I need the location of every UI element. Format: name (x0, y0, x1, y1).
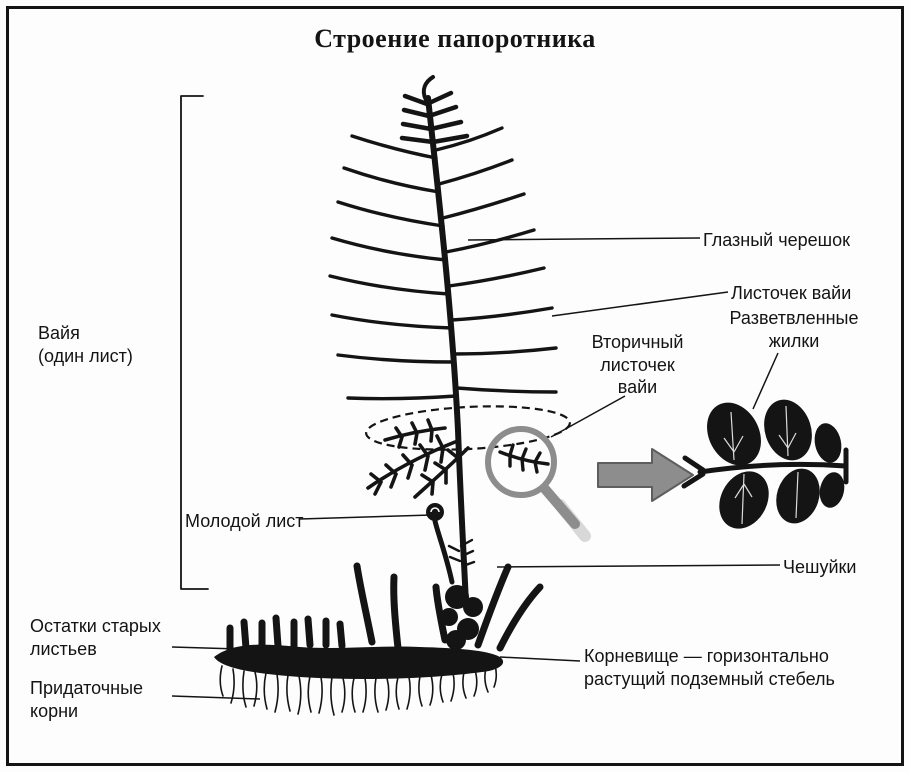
label-text-line: Разветвленные (729, 308, 859, 328)
label-text-line: листочек (600, 354, 675, 375)
secondary-leaflet-under-glass (498, 443, 550, 474)
roots (219, 664, 498, 716)
label-text-line: (один лист) (38, 345, 133, 366)
label-text-line: Листочек вайи (731, 283, 852, 303)
stem-base-cluster (440, 585, 483, 650)
label-text-line: жилки (768, 330, 820, 351)
stem-scales (447, 538, 476, 568)
main-stem (425, 95, 469, 607)
label-scales: Чешуйки (783, 556, 856, 579)
pinnae-right (434, 126, 558, 394)
old-leaf-stubs (226, 614, 346, 654)
label-text-line: корни (30, 700, 79, 721)
label-text-line: листьев (30, 638, 97, 659)
label-old-leaf-remains: Остатки старых листьев (30, 615, 161, 660)
label-frond: Вайя (один лист) (38, 322, 133, 367)
label-rhizome: Корневище — горизонтально растущий подзе… (584, 645, 835, 690)
label-adventitious-roots: Придаточные корни (30, 677, 143, 722)
magnifier-lens (485, 426, 557, 498)
diagram-title: Строение папоротника (314, 24, 596, 53)
dark-leaflets (366, 418, 470, 499)
label-branched-veins: Разветвленные жилки (710, 307, 878, 352)
magnifier (485, 426, 591, 542)
frond-bracket (180, 95, 209, 590)
label-text-line: Глазный черешок (703, 230, 850, 250)
label-text-line: Вайя (38, 323, 80, 343)
label-text-line: Придаточные (30, 678, 144, 698)
label-frond-leaflet: Листочек вайи (731, 282, 851, 305)
label-text-line: Молодой лист (185, 511, 304, 531)
label-text-line: Корневище — горизонтально (584, 646, 829, 666)
magnifier-handle (540, 484, 580, 529)
label-text-line: Вторичный (591, 332, 684, 352)
rhizome-body (214, 644, 504, 680)
label-secondary-leaflet: Вторичный листочек вайи (575, 331, 700, 399)
label-text-line: Чешуйки (783, 557, 857, 577)
base-stalks (353, 562, 544, 652)
label-text-line: Остатки старых (30, 616, 161, 636)
label-main-petiole: Глазный черешок (703, 229, 850, 252)
young-leaf-fiddlehead (426, 503, 455, 585)
branched-veins-lines (723, 405, 799, 525)
label-text-line: растущий подземный стебель (584, 668, 835, 689)
pinnae-left (328, 134, 458, 401)
label-text-line: вайи (617, 377, 658, 397)
enlarged-leaflet (681, 399, 849, 529)
frond-apex (399, 75, 470, 145)
leader-lines (171, 237, 781, 700)
label-young-leaf: Молодой лист (185, 510, 304, 533)
zoom-arrow-icon (597, 448, 694, 502)
